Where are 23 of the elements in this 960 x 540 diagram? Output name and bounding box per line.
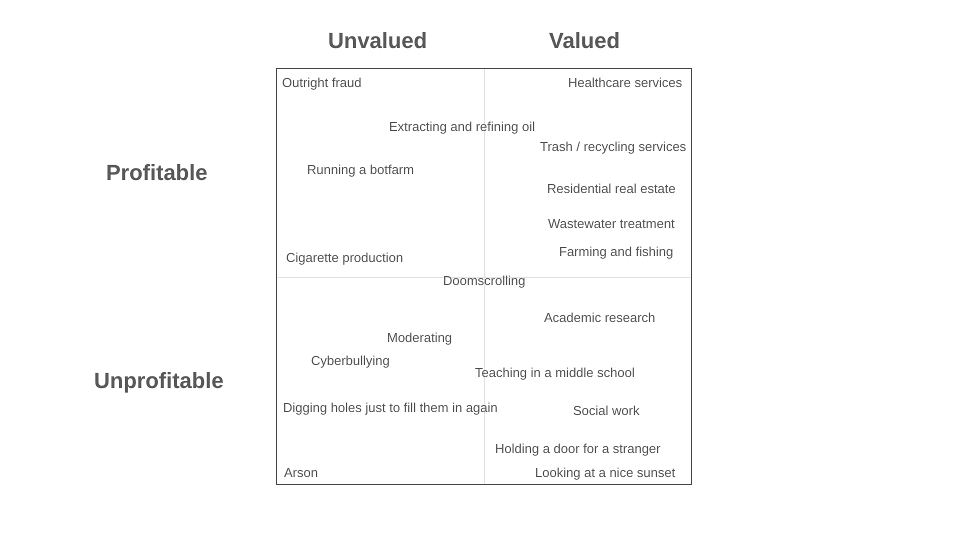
item-label: Academic research — [544, 310, 656, 326]
item-label: Healthcare services — [568, 75, 682, 91]
item-label: Looking at a nice sunset — [535, 465, 676, 481]
item-label: Doomscrolling — [443, 273, 526, 289]
item-label: Trash / recycling services — [540, 139, 686, 155]
item-label: Moderating — [387, 330, 452, 346]
axis-label: Unprofitable — [94, 368, 224, 394]
item-label: Cigarette production — [286, 250, 404, 266]
item-label: Outright fraud — [282, 75, 362, 91]
item-label: Holding a door for a stranger — [495, 441, 660, 457]
item-label: Wastewater treatment — [548, 216, 675, 232]
item-label: Cyberbullying — [311, 353, 390, 369]
item-label: Running a botfarm — [307, 162, 414, 178]
item-label: Teaching in a middle school — [475, 365, 635, 381]
item-label: Arson — [284, 465, 318, 481]
item-label: Residential real estate — [547, 181, 676, 197]
item-label: Farming and fishing — [559, 244, 674, 260]
axis-label: Profitable — [106, 160, 208, 186]
axis-label: Valued — [549, 28, 620, 54]
item-label: Extracting and refining oil — [389, 119, 535, 135]
axis-label: Unvalued — [328, 28, 428, 54]
item-label: Digging holes just to fill them in again — [283, 400, 498, 416]
item-label: Social work — [573, 403, 640, 419]
